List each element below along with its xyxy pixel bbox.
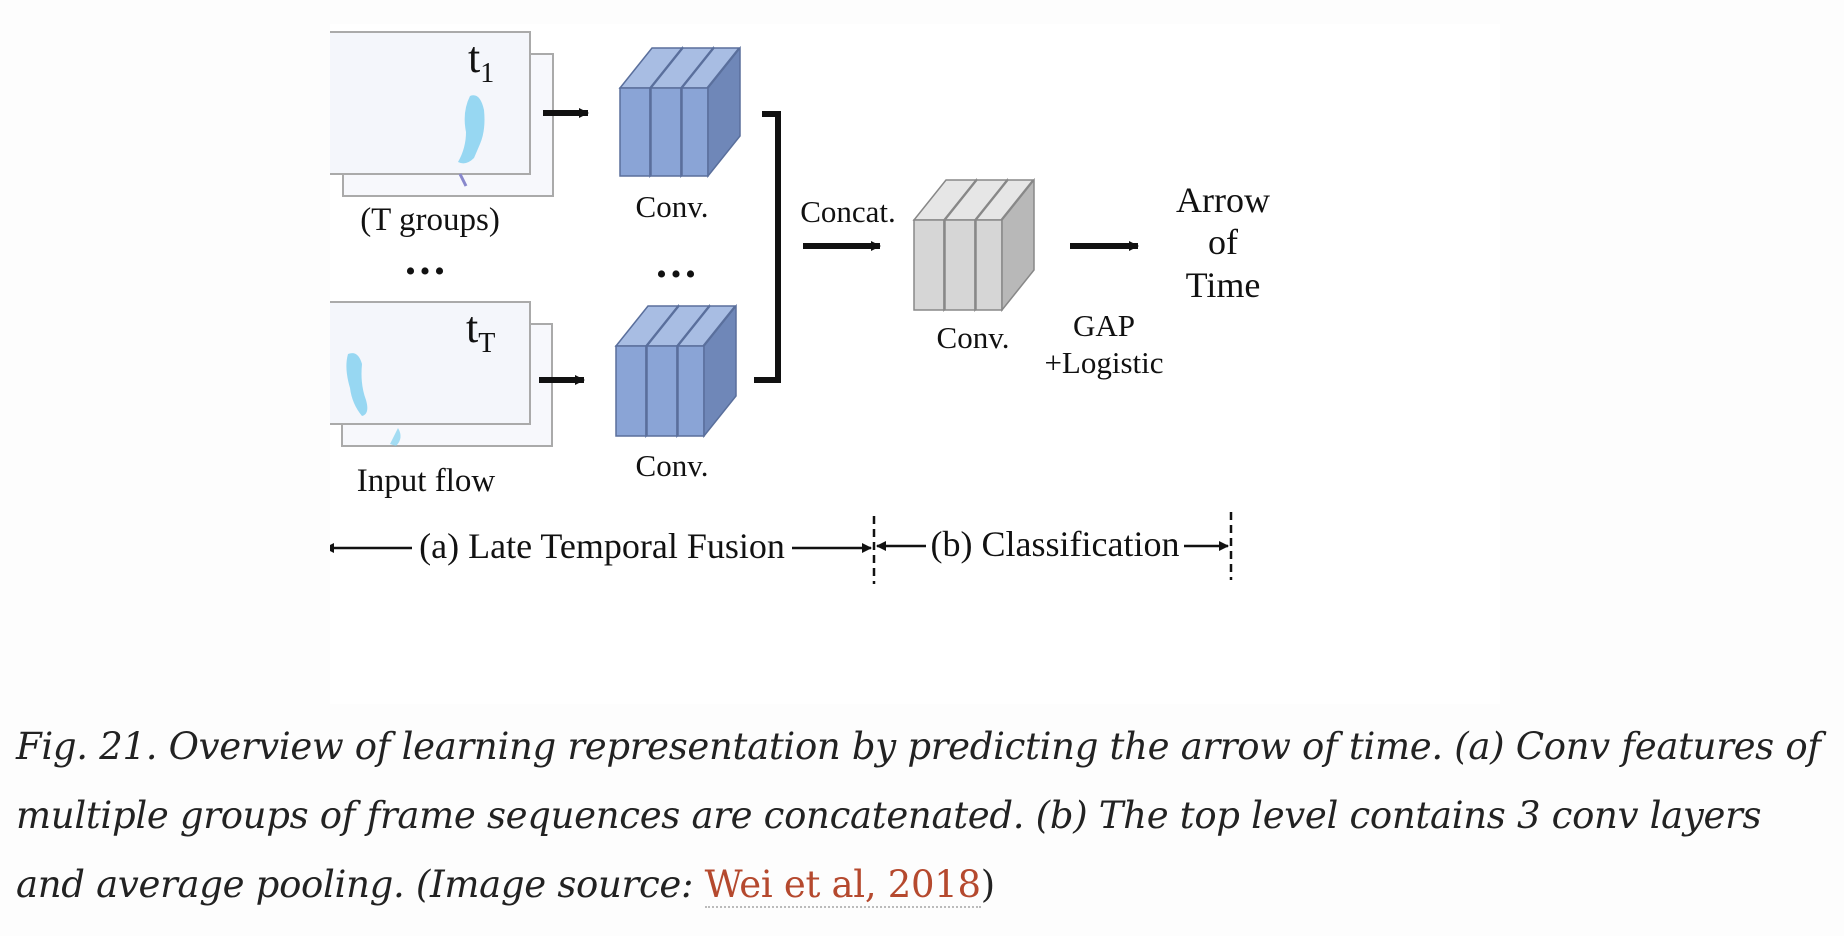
- groups-label: (T groups): [360, 202, 500, 238]
- ellipsis-middle: •••: [656, 258, 700, 291]
- caption-close: ): [980, 863, 995, 906]
- stage-b-label: (b) Classification: [931, 524, 1180, 564]
- conv-label-top: Conv.: [636, 189, 709, 224]
- caption-text: Fig. 21. Overview of learning representa…: [16, 725, 1821, 906]
- logistic-label: +Logistic: [1044, 345, 1163, 380]
- input-frame-stack-bottom: tT: [330, 301, 553, 447]
- concat-label: Concat.: [800, 194, 896, 229]
- source-link[interactable]: Wei et al, 2018: [704, 863, 981, 908]
- output-label-line3: Time: [1186, 265, 1261, 305]
- input-flow-label: Input flow: [357, 463, 496, 499]
- conv-block-bottom: [614, 303, 737, 439]
- frame-label-tT: tT: [466, 303, 495, 359]
- output-label-line2: of: [1208, 222, 1238, 262]
- ellipsis-left: •••: [405, 255, 449, 288]
- stage-a-label: (a) Late Temporal Fusion: [419, 526, 785, 566]
- conv-label-classifier: Conv.: [937, 320, 1010, 355]
- figure-caption: Fig. 21. Overview of learning representa…: [16, 712, 1826, 919]
- conv-label-bottom: Conv.: [636, 448, 709, 483]
- concat-bracket: [754, 111, 781, 383]
- output-label-line1: Arrow: [1176, 180, 1270, 220]
- conv-block-classifier: [912, 177, 1035, 313]
- conv-block-top: [618, 45, 741, 179]
- frame-label-t1: t1: [468, 33, 494, 89]
- arrow-of-time-diagram: t1 (T groups) ••• tT Input flow: [330, 31, 1270, 584]
- input-frame-stack-top: t1: [330, 31, 554, 197]
- figure-image: t1 (T groups) ••• tT Input flow: [330, 24, 1500, 704]
- gap-label: GAP: [1073, 308, 1135, 343]
